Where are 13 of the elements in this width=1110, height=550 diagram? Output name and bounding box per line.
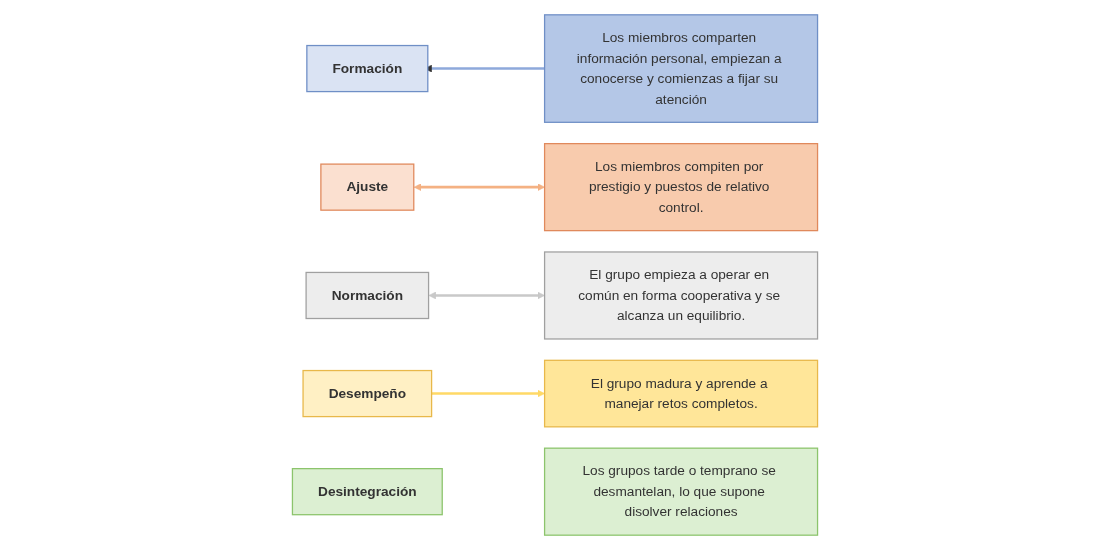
arrow [428,291,545,300]
node-box: Ajuste [320,163,415,211]
arrow [431,389,545,398]
node-box: Desintegración [291,468,443,516]
arrow [413,183,545,191]
node-box: Los grupos tarde o temprano se desmantelan, lo que supone disolver relaciones [543,447,819,536]
node-box: Los miembros compiten por prestigio y puestos de relativo control. [543,143,819,232]
node-box: Desempeño [302,369,433,418]
node-box: Formación [306,44,429,93]
node-box: El grupo empieza a operar en común en forma cooperativa y se alcanza un equilibrio. [543,251,819,340]
node-box: Normación [305,271,430,320]
node-box: El grupo madura y aprende a manejar retos completos. [543,359,819,428]
node-box: Los miembros comparten información personal, empiezan a conocerse y comienzas a fijar su atención [543,14,819,123]
